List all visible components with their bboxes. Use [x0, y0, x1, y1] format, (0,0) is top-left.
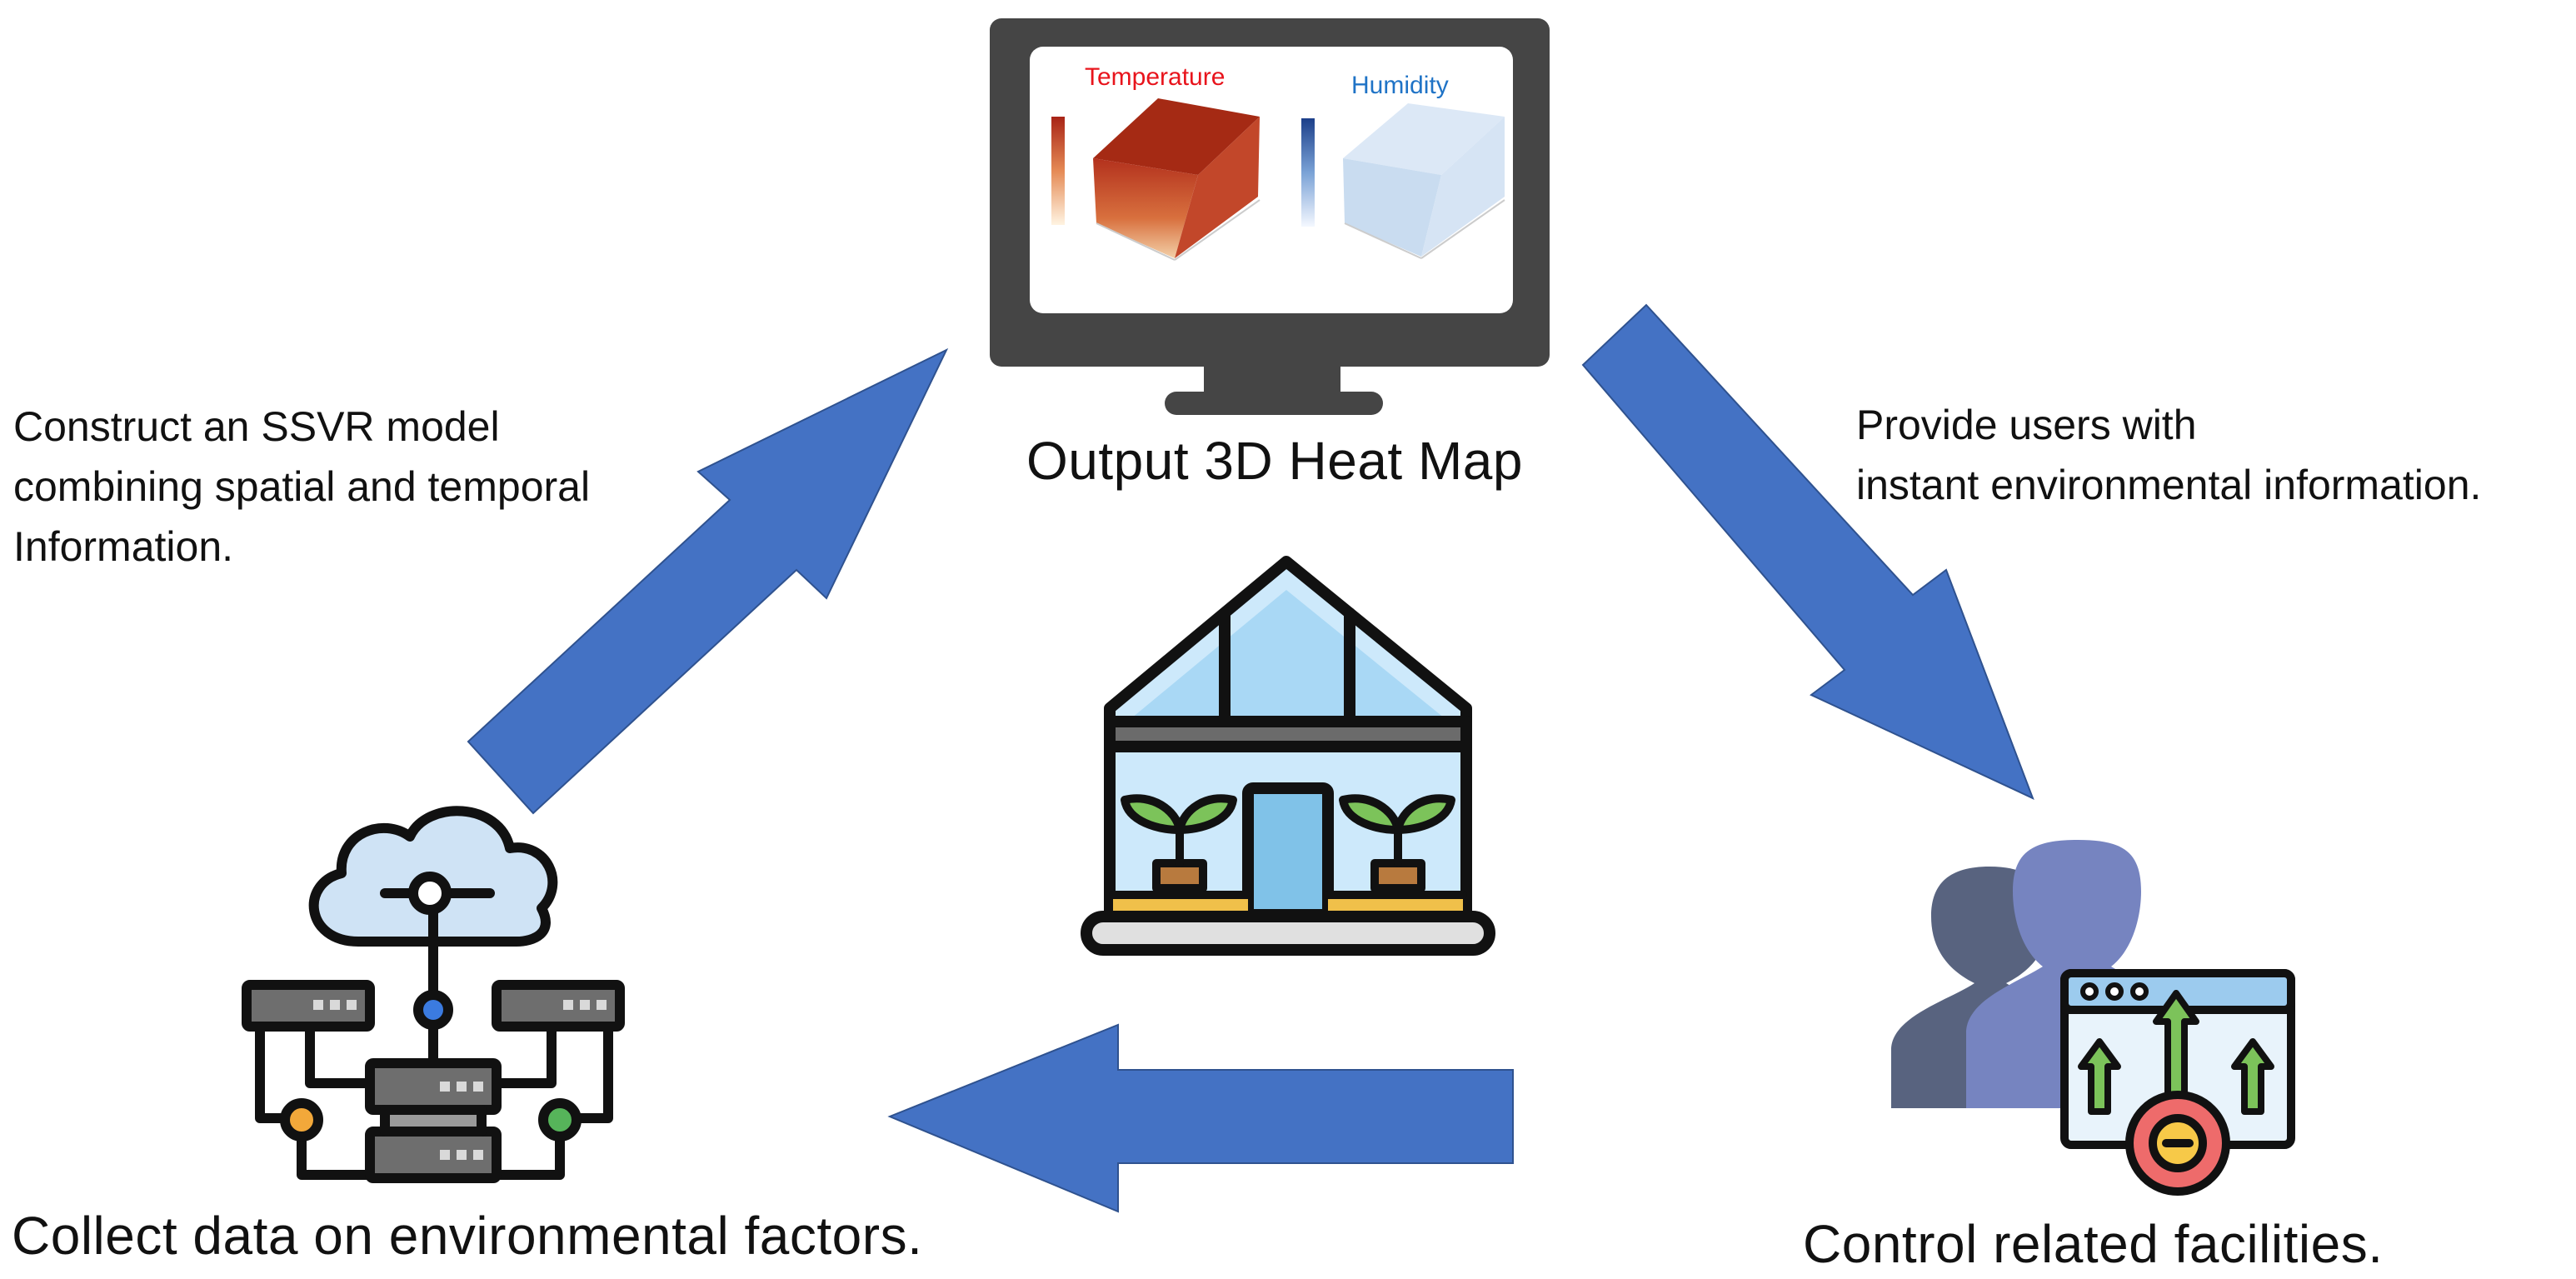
- humidity-label: Humidity: [1351, 72, 1449, 99]
- cloud-server-icon: [242, 806, 625, 1183]
- right-description-line-1: Provide users with: [1856, 402, 2197, 448]
- left-description-line-2: combining spatial and temporal: [13, 463, 591, 510]
- bottom-right-caption: Control related facilities.: [1803, 1214, 2384, 1274]
- dashboard-gear-icon: [2060, 969, 2295, 1196]
- arrow-left: [887, 1023, 1514, 1213]
- right-description-line-2: instant environmental information.: [1856, 462, 2482, 508]
- temperature-colorbar: [1051, 117, 1065, 225]
- arrow-up-right: [467, 347, 949, 815]
- bottom-left-caption: Collect data on environmental factors.: [12, 1206, 923, 1266]
- monitor-caption: Output 3D Heat Map: [1026, 431, 1523, 491]
- temperature-heatmap-box: [1093, 98, 1261, 261]
- left-description-line-1: Construct an SSVR model: [13, 403, 500, 450]
- left-description: Construct an SSVR model combining spatia…: [13, 397, 590, 577]
- temperature-label: Temperature: [1085, 63, 1226, 91]
- humidity-heatmap-box: [1343, 103, 1505, 259]
- humidity-colorbar: [1301, 118, 1315, 227]
- greenhouse-icon: [1081, 556, 1495, 956]
- arrow-down-right: [1581, 303, 2034, 800]
- monitor-icon: [990, 18, 1550, 415]
- right-description: Provide users with instant environmental…: [1856, 395, 2481, 515]
- left-description-line-3: Information.: [13, 523, 234, 570]
